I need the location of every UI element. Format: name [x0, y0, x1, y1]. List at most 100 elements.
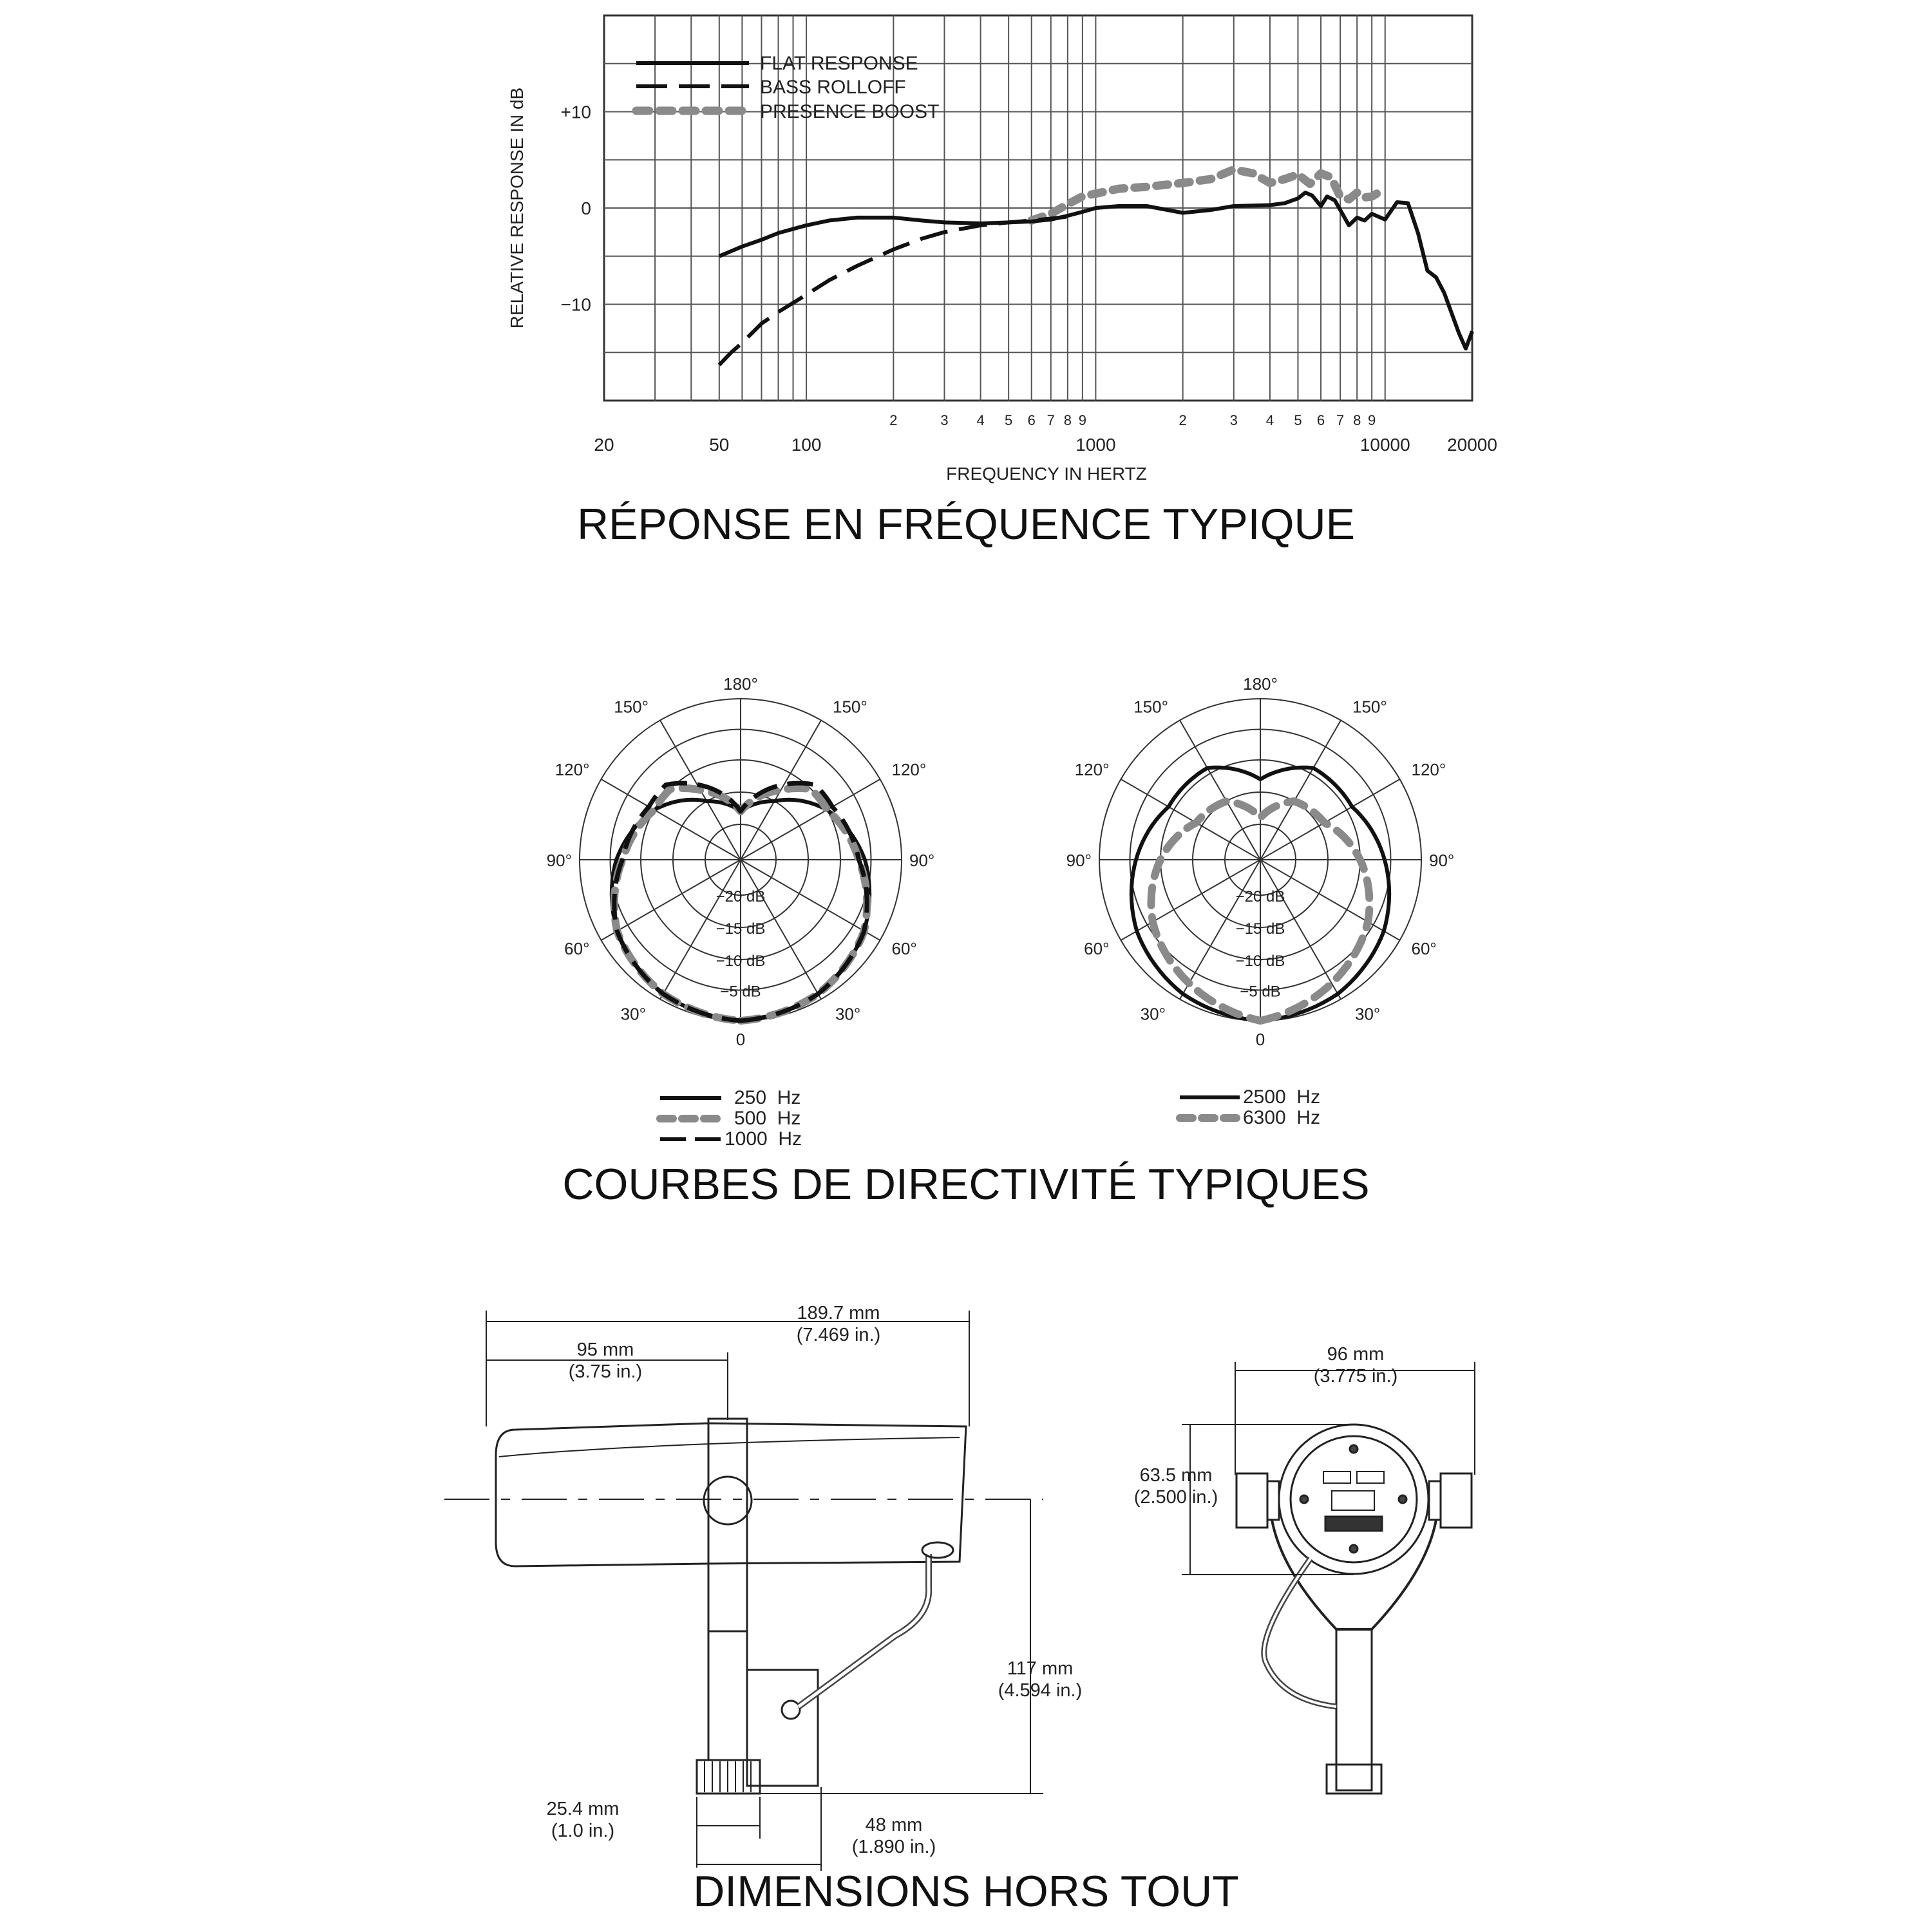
legend-label-bass: BASS ROLLOFF: [760, 77, 906, 98]
stand-tube: [707, 1630, 748, 1761]
polar-db-label: −20 dB: [716, 888, 766, 905]
polar-series-0: [1129, 765, 1392, 1023]
polar-angle-label: 150°: [1352, 697, 1387, 717]
polar-legend-high: 2500 Hz 6300 Hz: [1176, 1086, 1320, 1128]
polar-legend-low: 250 Hz 500 Hz 1000 Hz: [656, 1087, 802, 1150]
x-minor-tick-label: 8: [1064, 412, 1072, 428]
switch-1: [1323, 1471, 1351, 1484]
x-minor-tick-label: 5: [1294, 412, 1302, 428]
plot-series: [717, 165, 1474, 366]
mic-body: [495, 1422, 967, 1567]
right-knob: [1439, 1472, 1473, 1529]
x-tick-label: 1000: [1075, 435, 1115, 455]
legend-label-250: 250 Hz: [734, 1087, 800, 1108]
polar-db-label: −10 dB: [716, 952, 766, 970]
x-minor-tick-label: 7: [1336, 412, 1344, 428]
polar-angle-label: 30°: [621, 1005, 646, 1024]
front-screw-bottom: [1349, 1544, 1359, 1554]
polar-chart-low: 030°30°60°60°90°90°120°120°150°150°180°−…: [547, 674, 935, 1049]
legend-label-presence: PRESENCE BOOST: [760, 101, 939, 122]
x-tick-label: 50: [709, 435, 729, 455]
dim-knob-mm: 25.4 mm: [547, 1799, 620, 1819]
shure-logo-plate: [1324, 1515, 1383, 1532]
polar-angle-label: 30°: [1355, 1005, 1380, 1024]
polar-angle-label: 120°: [555, 760, 590, 779]
polar-angle-label: 60°: [892, 939, 917, 958]
y-tick-label: 0: [581, 198, 591, 218]
series-flat-response: [718, 191, 1474, 351]
polar-chart-high: 030°30°60°60°90°90°120°120°150°150°180°−…: [1066, 674, 1455, 1049]
polar-angle-label: 90°: [1066, 851, 1092, 870]
front-screw-right: [1397, 1494, 1408, 1504]
dimensions-title: DIMENSIONS HORS TOUT: [693, 1867, 1239, 1916]
x-minor-tick-label: 6: [1317, 412, 1325, 428]
polar-angle-label: 90°: [547, 851, 572, 870]
legend: FLAT RESPONSE BASS ROLLOFF PRESENCE BOOS…: [632, 53, 939, 122]
front-cable-inner: [1262, 1557, 1337, 1708]
legend-label-flat: FLAT RESPONSE: [760, 53, 918, 74]
polar-angle-label: 120°: [1075, 760, 1110, 779]
x-minor-tick-label: 4: [1266, 412, 1274, 428]
polar-series-1: [1147, 797, 1374, 1025]
polar-db-label: −10 dB: [1236, 952, 1285, 970]
polar-angle-label: 30°: [1141, 1005, 1166, 1024]
plot-grid: [604, 15, 1472, 401]
frequency-response-title: RÉPONSE EN FRÉQUENCE TYPIQUE: [577, 500, 1355, 549]
left-knob-collar: [1266, 1480, 1280, 1521]
clamp-screw: [781, 1700, 801, 1720]
polar-db-label: −15 dB: [1236, 920, 1285, 938]
side-view-drawing: [444, 1311, 1043, 1871]
polar-angle-label: 30°: [835, 1005, 860, 1024]
dim-front-mm: 95 mm: [577, 1340, 634, 1360]
dim-width-in: (3.775 in.): [1314, 1366, 1398, 1387]
y-axis-label: RELATIVE RESPONSE IN dB: [507, 88, 527, 329]
y-tick-label: +10: [561, 102, 592, 122]
polar-angle-label: 180°: [723, 674, 758, 694]
x-minor-tick-label: 8: [1353, 412, 1361, 428]
connector: [921, 1541, 954, 1559]
x-minor-tick-label: 9: [1079, 412, 1086, 428]
polar-angle-label: 120°: [1412, 760, 1446, 779]
dim-base-in: (1.890 in.): [852, 1837, 936, 1857]
legend-label-6300: 6300 Hz: [1243, 1107, 1320, 1128]
mount-knob: [696, 1759, 761, 1795]
polar-angle-label: 90°: [1429, 851, 1454, 870]
polar-db-label: −5 dB: [1240, 983, 1280, 1001]
polar-angle-label: 150°: [833, 697, 867, 717]
dim-diameter-mm: 63.5 mm: [1140, 1465, 1213, 1486]
polar-pattern-title: COURBES DE DIRECTIVITÉ TYPIQUES: [562, 1160, 1370, 1209]
polar-angle-label: 180°: [1243, 674, 1278, 694]
front-view-drawing: [1182, 1362, 1475, 1795]
polar-angle-label: 0: [1256, 1030, 1265, 1049]
x-tick-label: 20000: [1447, 435, 1497, 455]
polar-angle-label: 60°: [1084, 939, 1109, 958]
mic-body-shade: [498, 1437, 960, 1457]
front-cable: [1261, 1557, 1337, 1710]
polar-angle-label: 150°: [1133, 697, 1168, 717]
x-minor-tick-label: 6: [1028, 412, 1036, 428]
mic-front-inner: [1289, 1435, 1418, 1564]
x-minor-tick-label: 3: [1230, 412, 1238, 428]
y-tick-label: −10: [561, 295, 592, 315]
polar-db-label: −15 dB: [716, 920, 766, 938]
x-tick-label: 100: [791, 435, 822, 455]
cable-inner: [797, 1554, 931, 1709]
switch-3: [1331, 1490, 1375, 1511]
front-base: [1325, 1763, 1383, 1795]
x-minor-tick-label: 7: [1047, 412, 1055, 428]
front-screw-top: [1349, 1444, 1359, 1454]
front-view-labels: 96 mm (3.775 in.) 63.5 mm (2.500 in.): [1134, 1344, 1398, 1508]
dim-overall-mm: 189.7 mm: [797, 1303, 880, 1323]
polar-angle-label: 90°: [909, 851, 934, 870]
x-tick-label: 10000: [1360, 435, 1410, 455]
x-minor-tick-label: 2: [1179, 412, 1187, 428]
dim-width-mm: 96 mm: [1327, 1344, 1385, 1365]
dim-overall-in: (7.469 in.): [797, 1325, 881, 1345]
polar-db-label: −5 dB: [720, 983, 761, 1001]
x-minor-tick-label: 9: [1368, 412, 1376, 428]
dim-front-in: (3.75 in.): [569, 1361, 642, 1382]
legend-label-1000: 1000 Hz: [724, 1128, 802, 1150]
front-screw-left: [1299, 1494, 1309, 1504]
